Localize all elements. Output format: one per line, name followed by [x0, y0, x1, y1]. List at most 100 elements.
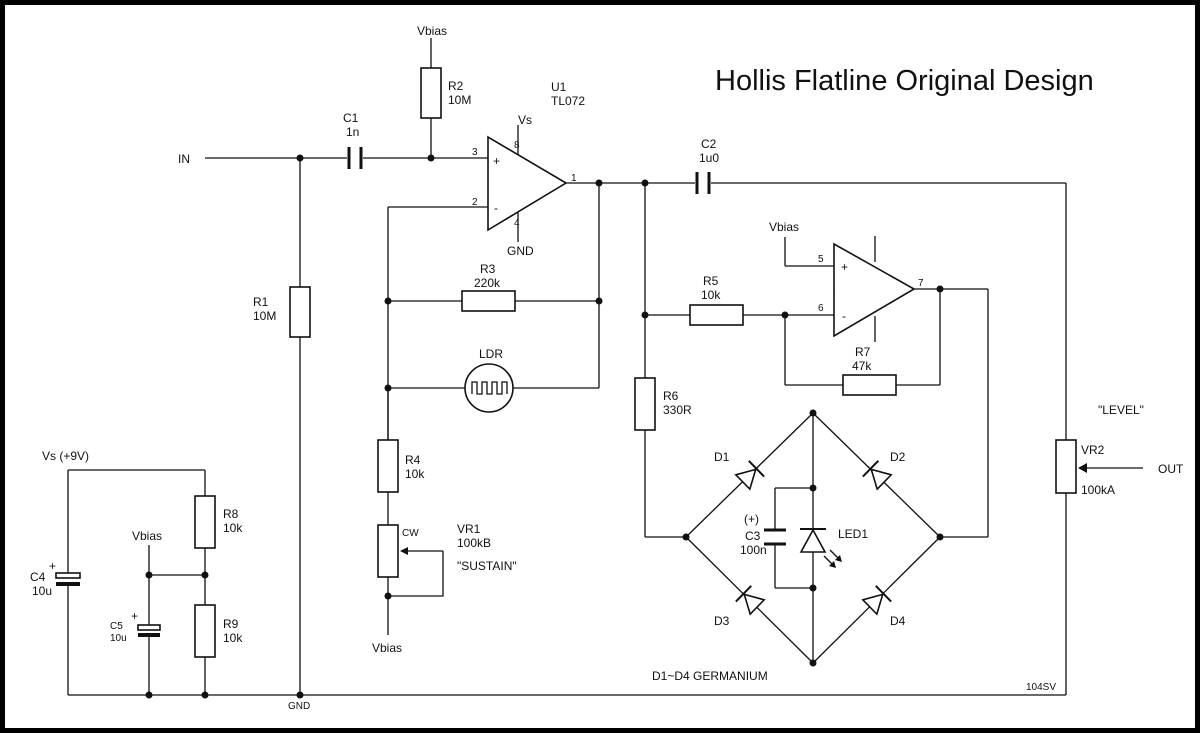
d4-ref: D4 — [890, 614, 906, 628]
r7-value: 47k — [852, 359, 872, 373]
power-wires — [67, 469, 1066, 696]
junction-dot — [936, 285, 944, 293]
r9-ref: R9 — [223, 617, 239, 631]
feedback-wires — [387, 182, 1067, 695]
junction-dot — [641, 311, 649, 319]
sheet-background — [5, 5, 1195, 728]
diode-note: D1~D4 GERMANIUM — [652, 669, 768, 683]
c5-value: 10u — [110, 633, 127, 644]
resistor-r4 — [377, 439, 399, 493]
diode-d2 — [862, 460, 893, 491]
c3-polarity: (+) — [744, 512, 759, 526]
led1-ref: LED1 — [838, 527, 868, 541]
junction-dot — [201, 571, 209, 579]
junction-dot — [682, 533, 690, 541]
junction-dot — [296, 154, 304, 162]
pin-2: 2 — [472, 197, 478, 208]
c3-ref: C3 — [745, 529, 761, 543]
vs-supply-label: Vs (+9V) — [42, 449, 89, 463]
junction-dot — [427, 154, 435, 162]
junction-dot — [781, 311, 789, 319]
c4-value: 10u — [32, 584, 52, 598]
junction-dot — [809, 584, 817, 592]
c5-vbias-label: Vbias — [132, 529, 162, 543]
pin-7: 7 — [918, 278, 924, 289]
svg-text:+: + — [131, 609, 138, 623]
junction-dot — [384, 592, 392, 600]
opamp-u1b — [833, 236, 916, 342]
junction-dot — [595, 179, 603, 187]
r1-ref: R1 — [253, 295, 269, 309]
c3-value: 100n — [740, 543, 767, 557]
vr1-vbias-label: Vbias — [372, 641, 402, 655]
r3-value: 220k — [474, 276, 501, 290]
potentiometer-vr2 — [1055, 439, 1143, 494]
opamp-u1a — [487, 125, 568, 242]
r3-ref: R3 — [480, 262, 496, 276]
potentiometer-vr1 — [377, 492, 444, 635]
junction-dot — [809, 409, 817, 417]
diode-d3 — [735, 585, 766, 616]
r6-ref: R6 — [663, 389, 679, 403]
pin-6: 6 — [818, 303, 824, 314]
u1b-minus: - — [842, 309, 846, 323]
diagram-title: Hollis Flatline Original Design — [715, 65, 1094, 97]
vr1-cw-label: CW — [402, 528, 419, 539]
out-label: OUT — [1158, 462, 1184, 476]
vr1-value: 100kB — [457, 536, 491, 550]
r7-ref: R7 — [855, 345, 871, 359]
junction-dot — [595, 297, 603, 305]
junction-dot — [809, 659, 817, 667]
junction-dot — [145, 571, 153, 579]
d2-ref: D2 — [890, 450, 906, 464]
resistor-r1 — [289, 286, 311, 338]
junction-dot — [296, 691, 304, 699]
vr1-ref: VR1 — [457, 522, 481, 536]
r1-value: 10M — [253, 309, 276, 323]
c2-ref: C2 — [701, 137, 717, 151]
svg-text:+: + — [49, 559, 56, 573]
u1a-gnd-label: GND — [507, 244, 534, 258]
diode-d1 — [734, 460, 765, 491]
u1a-vs-label: Vs — [518, 113, 532, 127]
gnd-label: GND — [288, 701, 310, 712]
level-label: "LEVEL" — [1098, 403, 1144, 417]
pin-5: 5 — [818, 254, 824, 265]
u1-ref: U1 — [551, 80, 567, 94]
capacitor-c5: + — [131, 609, 161, 637]
c5-ref: C5 — [110, 621, 123, 632]
vr2-ref: VR2 — [1081, 443, 1105, 457]
pin-3: 3 — [472, 147, 478, 158]
footer-code: 104SV — [1026, 682, 1056, 693]
r8-ref: R8 — [223, 507, 239, 521]
input-wires — [205, 38, 488, 695]
c4-ref: C4 — [30, 570, 46, 584]
ldr-ref: LDR — [479, 347, 503, 361]
resistor-r7 — [842, 374, 897, 396]
junction-dot — [809, 484, 817, 492]
r9-value: 10k — [223, 631, 243, 645]
pin-4: 4 — [514, 218, 520, 229]
r5-value: 10k — [701, 288, 721, 302]
vr2-value: 100kA — [1081, 483, 1115, 497]
r4-value: 10k — [405, 467, 425, 481]
capacitor-c4: + — [49, 559, 81, 586]
pin-8: 8 — [514, 140, 520, 151]
resistor-r9 — [194, 604, 216, 658]
c2-value: 1u0 — [699, 151, 719, 165]
led-led1 — [799, 528, 842, 568]
u1b-plus: + — [841, 260, 848, 274]
junction-dot — [384, 297, 392, 305]
ldr-symbol — [464, 363, 514, 413]
resistor-r2 — [420, 67, 442, 119]
capacitor-c3 — [764, 528, 786, 546]
c1-value: 1n — [346, 125, 359, 139]
junction-dot — [145, 691, 153, 699]
in-label: IN — [178, 152, 190, 166]
r8-value: 10k — [223, 521, 243, 535]
u1-value: TL072 — [551, 94, 585, 108]
r2-vbias-label: Vbias — [417, 24, 447, 38]
u1b-vbias-label: Vbias — [769, 220, 799, 234]
